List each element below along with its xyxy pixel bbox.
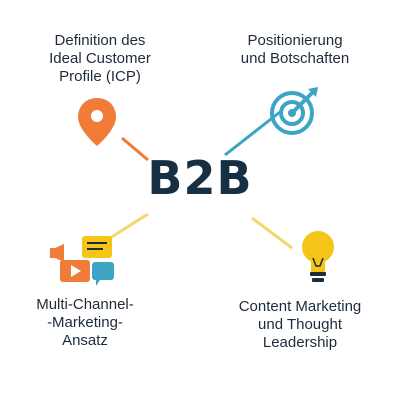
chat-bubbles-icon: [50, 236, 114, 286]
node-label-icp: Definition des Ideal Customer Profile (I…: [49, 32, 151, 85]
target-icon: [270, 87, 318, 135]
connector-line-bottom-left: [109, 212, 149, 240]
location-pin-icon: [78, 98, 116, 146]
connector-line-top-right: [224, 110, 281, 157]
node-label-content-marketing: Content Marketing und Thought Leadership: [238, 298, 362, 351]
connector-line-bottom-right: [251, 216, 293, 250]
lightbulb-icon: [302, 231, 334, 282]
node-label-positioning: Positionierung und Botschaften: [240, 32, 350, 67]
connector-line-top-left: [121, 136, 149, 162]
node-label-multichannel: Multi-Channel- -Marketing- Ansatz: [36, 296, 134, 349]
center-label: B2B: [147, 151, 253, 205]
